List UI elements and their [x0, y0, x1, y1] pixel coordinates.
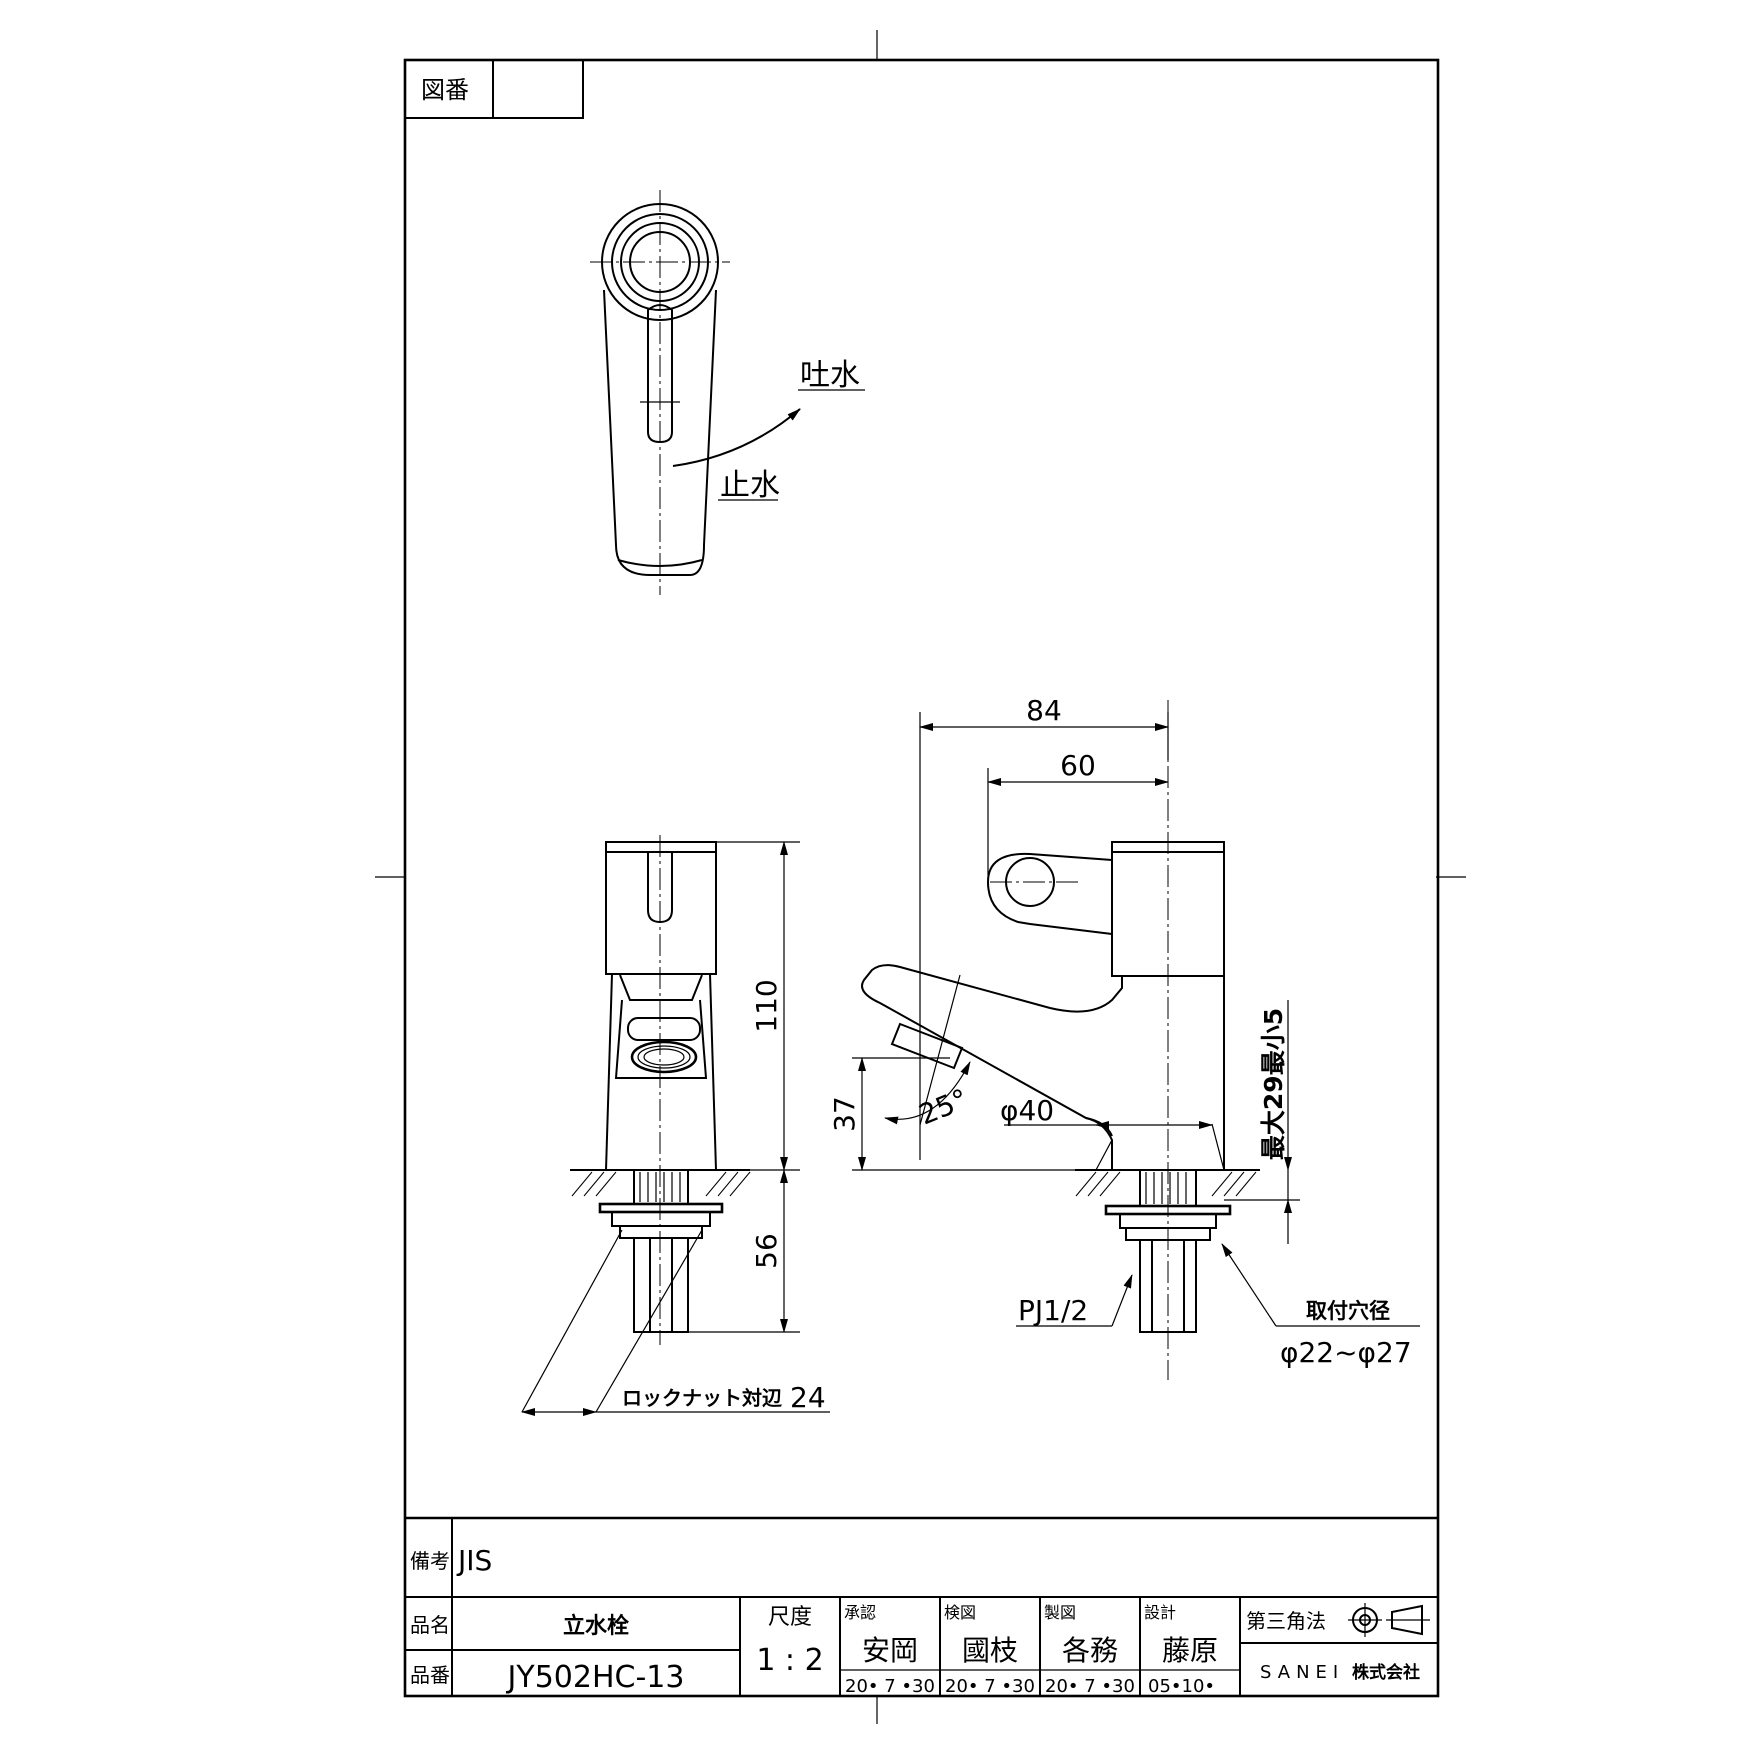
locknut-value: 24 — [790, 1381, 826, 1414]
pipe-label: PJ1/2 — [1018, 1294, 1088, 1327]
close-label: 止水 — [720, 468, 780, 503]
remarks-value: JIS — [456, 1544, 492, 1577]
projection-label: 第三角法 — [1246, 1609, 1326, 1633]
remarks-label: 備考 — [410, 1549, 450, 1573]
front-view: 110 56 ロックナット対辺 24 — [521, 835, 830, 1416]
dim-110: 110 — [750, 979, 783, 1032]
name-label: 品名 — [410, 1613, 450, 1637]
check-date: 20• 7 •30 — [945, 1676, 1035, 1697]
approve-date: 20• 7 •30 — [845, 1676, 935, 1697]
trim-marks — [375, 30, 1466, 1724]
number-label: 品番 — [410, 1663, 450, 1687]
drawing-number-label: 図番 — [421, 76, 469, 104]
scale-value: 1 : 2 — [756, 1643, 823, 1678]
third-angle-projection-icon — [1348, 1603, 1430, 1637]
design-name: 藤原 — [1162, 1634, 1218, 1667]
side-view: 37 25° φ40 84 60 — [828, 694, 1420, 1380]
check-label: 検図 — [944, 1603, 976, 1622]
dim-dia40: φ40 — [1000, 1094, 1054, 1127]
draft-date: 20• 7 •30 — [1045, 1676, 1135, 1697]
design-label: 設計 — [1144, 1603, 1176, 1622]
hole-label: 取付穴径 — [1306, 1299, 1390, 1323]
dim-37: 37 — [828, 1096, 861, 1132]
dim-thickness: 最大29最小5 — [1259, 1008, 1288, 1160]
dim-60: 60 — [1060, 749, 1096, 782]
approve-name: 安岡 — [862, 1634, 918, 1667]
dim-56: 56 — [750, 1233, 783, 1269]
dim-angle: 25° — [914, 1082, 972, 1131]
sheet-border — [403, 58, 1440, 1698]
dim-84: 84 — [1026, 694, 1062, 727]
company-name: SANEI — [1260, 1662, 1344, 1683]
draft-label: 製図 — [1044, 1603, 1076, 1622]
top-view: 吐水 止水 — [590, 190, 865, 595]
number-value: JY502HC-13 — [506, 1660, 685, 1695]
company-suffix: 株式会社 — [1352, 1662, 1420, 1683]
title-block: 備考 JIS 品名 立水栓 品番 JY502HC-13 尺度 1 : 2 承認 … — [405, 1516, 1438, 1697]
drawing-number-box: 図番 — [404, 59, 584, 119]
design-date: 05•10• — [1148, 1676, 1215, 1697]
name-value: 立水栓 — [563, 1613, 629, 1639]
draft-name: 各務 — [1062, 1634, 1118, 1667]
check-name: 國枝 — [962, 1634, 1018, 1667]
open-label: 吐水 — [800, 358, 860, 393]
hole-value: φ22~φ27 — [1280, 1336, 1412, 1369]
approve-label: 承認 — [844, 1603, 876, 1622]
locknut-label: ロックナット対辺 — [622, 1386, 782, 1410]
scale-label: 尺度 — [768, 1605, 812, 1630]
